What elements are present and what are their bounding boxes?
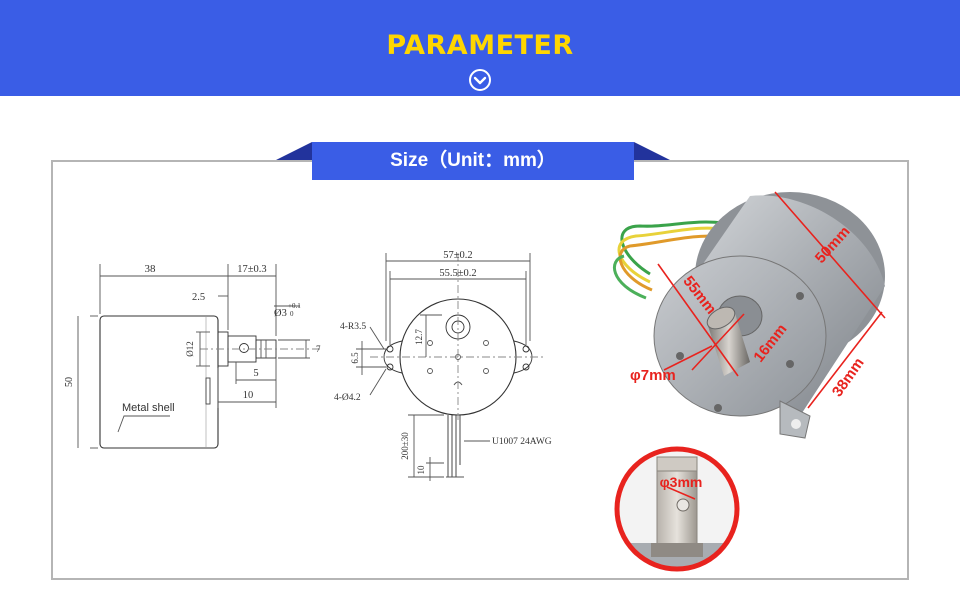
dim-57: 57±0.2 [443,250,472,261]
shaft-closeup-photo: φ3mm [614,446,740,572]
header-banner [0,0,960,96]
section-tab-shape [276,142,670,160]
metal-shell-label: Metal shell [122,402,175,414]
wire-spec: U1007 24AWG [492,437,552,447]
dim-lead-10: 10 [416,465,426,475]
page-title: PARAMETER [386,30,574,61]
photo-label-7: φ7mm [630,367,676,384]
dim-r3-5: 4-R3.5 [340,322,366,332]
dim-17: 17±0.3 [237,264,266,275]
dim-12-7: 12.7 [414,329,424,345]
dim-5: 5 [253,368,258,379]
dim-shaft-tol-lower: 0 [290,310,294,318]
motor-photo: 50mm 55mm 16mm 38mm φ7mm [613,191,886,439]
dim-50: 50 [64,377,75,387]
dim-55-5: 55.5±0.2 [439,268,476,279]
dim-2-5: 2.5 [192,292,205,303]
side-view-drawing: 38 17±0.3 2.5 Ø3 +0.1 0 Ø12 7 5 10 50 Me… [64,263,321,449]
dim-12: Ø12 [185,341,195,357]
dim-shaft-d: Ø3 [274,308,287,319]
dim-hole: 4-Ø4.2 [334,393,361,403]
dim-10: 10 [243,390,254,401]
section-tab-label: Size（Unit：mm） [312,142,634,180]
front-view-drawing: 57±0.2 55.5±0.2 4-R3.5 12.7 6.5 4-Ø4.2 2… [334,250,552,481]
photo-label-3: φ3mm [660,474,703,490]
chevron-down-circle-icon[interactable] [468,68,492,92]
dim-7: 7 [316,344,321,354]
dim-38: 38 [145,263,157,275]
dim-200: 200±30 [400,432,410,460]
dim-6-5: 6.5 [350,352,360,364]
dim-shaft-tol-upper: +0.1 [288,302,301,310]
